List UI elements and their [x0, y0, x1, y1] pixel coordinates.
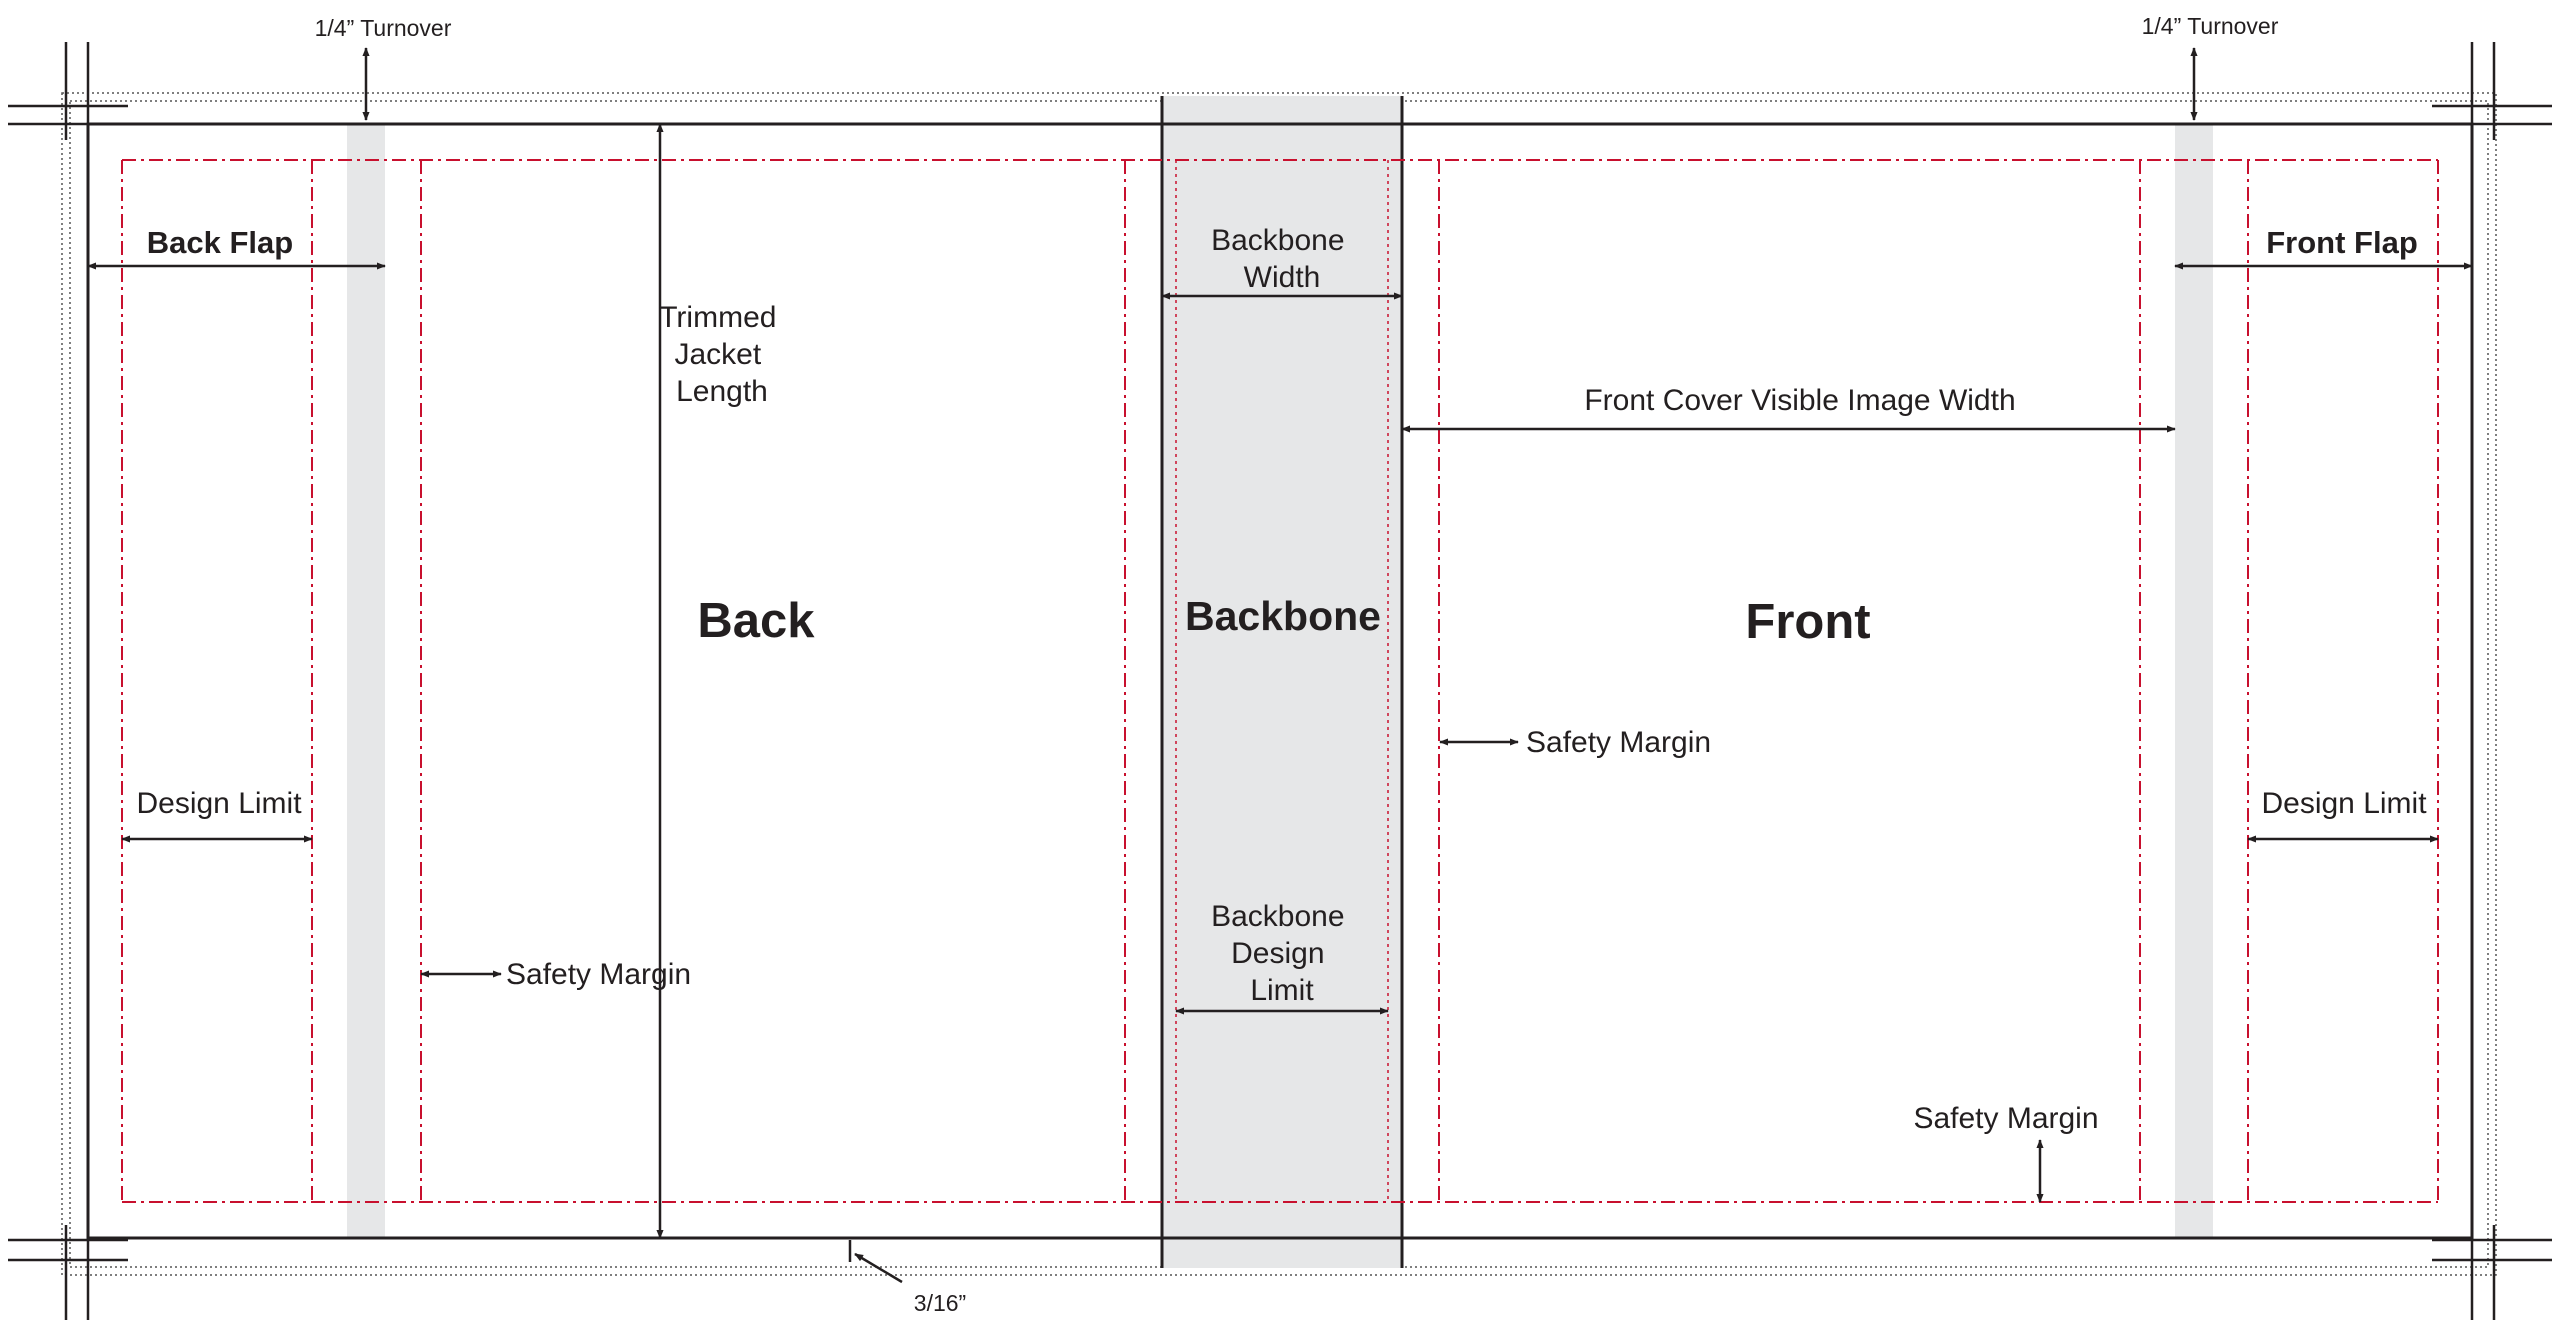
label-line: Backbone	[1211, 224, 1344, 257]
dimension-arrows	[87, 47, 2473, 1284]
backbone-panel-title: Backbone	[1185, 593, 1381, 639]
backbone-fold-lines	[1160, 96, 1404, 1268]
bleed-outline-outer	[61, 92, 2497, 1276]
backbone-design-guides	[1175, 160, 1389, 1202]
label-line: Limit	[1250, 974, 1314, 1007]
front-flap-label: Front Flap	[2266, 225, 2418, 260]
crop-marks	[8, 42, 2552, 1320]
trim-outline	[86, 122, 2474, 1240]
label-line: Design	[1231, 937, 1324, 970]
label-line: Jacket	[674, 338, 761, 371]
bleed-label: 3/16”	[914, 1290, 966, 1316]
bleed-outline-inner	[69, 100, 2489, 1268]
turnover-label-left: 1/4” Turnover	[315, 15, 452, 41]
design-limit-label-right: Design Limit	[2261, 787, 2427, 820]
safety-margin-label-bottom: Safety Margin	[1913, 1102, 2098, 1135]
backbone-design-limit-label: Backbone Design Limit	[1211, 900, 1353, 1007]
turnover-strip-right	[2175, 124, 2213, 1238]
backbone-width-label: Backbone Width	[1211, 224, 1353, 294]
bleed-arrow	[854, 1252, 903, 1284]
front-cover-width-label: Front Cover Visible Image Width	[1584, 384, 2015, 417]
trimmed-length-label: Trimmed Jacket Length	[659, 301, 785, 408]
backbone-panel	[1162, 96, 1402, 1268]
safety-margin-label-back: Safety Margin	[506, 958, 691, 991]
back-panel-title: Back	[697, 594, 815, 648]
safety-margin-label-front: Safety Margin	[1526, 726, 1711, 759]
label-line: Width	[1244, 261, 1321, 294]
design-limit-label-left: Design Limit	[136, 787, 302, 820]
front-panel-title: Front	[1745, 595, 1870, 649]
back-flap-label: Back Flap	[147, 225, 293, 260]
turnover-strip-left	[347, 124, 385, 1238]
label-line: Backbone	[1211, 900, 1344, 933]
bleed-lines	[61, 92, 2497, 1276]
label-line: Length	[676, 375, 768, 408]
label-line: Trimmed	[659, 301, 776, 334]
safety-guides	[121, 159, 2439, 1203]
turnover-label-right: 1/4” Turnover	[2142, 13, 2279, 39]
